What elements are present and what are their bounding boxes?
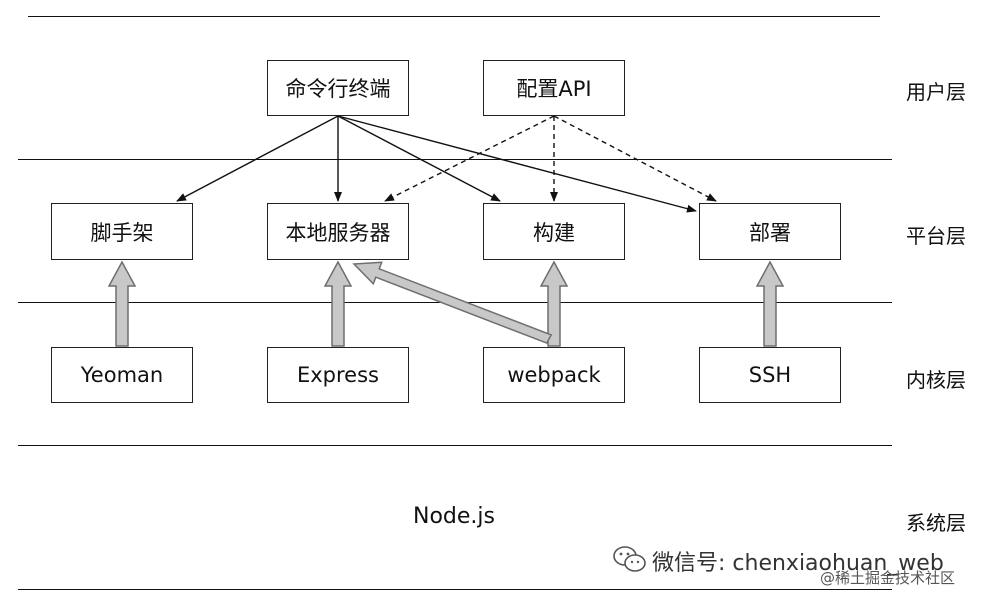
block-arrow-ssh-to-deploy — [755, 260, 785, 347]
layer-divider-bottom — [18, 589, 892, 590]
wechat-icon — [613, 546, 646, 572]
scaffold-box: 脚手架 — [51, 203, 193, 260]
wechat-id-watermark: 微信号: chenxiaohuan_web — [652, 551, 944, 576]
arrow-terminal-to-build — [337, 115, 501, 202]
arrow-terminal-to-deploy — [337, 115, 697, 213]
layer-label-system: 系统层 — [906, 511, 966, 535]
block-arrow-webpack-to-build — [539, 260, 569, 347]
layer-divider-user-platform — [18, 159, 892, 160]
dashed-arrow-config-to-deploy — [553, 115, 717, 202]
express-box: Express — [267, 347, 409, 403]
ssh-box: SSH — [699, 347, 841, 403]
layer-label-platform: 平台层 — [906, 224, 966, 248]
layer-label-kernel: 内核层 — [906, 368, 966, 392]
webpack-box: webpack — [483, 347, 625, 403]
nodejs-label: Node.js — [413, 504, 495, 529]
yeoman-box: Yeoman — [51, 347, 193, 403]
arrow-terminal-to-scaffold — [176, 115, 339, 202]
layer-divider-top — [28, 16, 880, 17]
layer-label-user: 用户层 — [906, 80, 966, 104]
config-api-box: 配置API — [483, 60, 625, 116]
dashed-arrow-config-to-local-server — [384, 115, 555, 202]
terminal-box: 命令行终端 — [267, 60, 409, 116]
deploy-box: 部署 — [699, 203, 841, 260]
block-arrow-webpack-to-local-server — [352, 261, 553, 345]
build-box: 构建 — [483, 203, 625, 260]
local-server-box: 本地服务器 — [267, 203, 409, 260]
community-watermark: @稀土掘金技术社区 — [820, 569, 956, 587]
block-arrow-yeoman-to-scaffold — [107, 260, 137, 347]
block-arrow-express-to-local-server — [323, 260, 353, 347]
layer-divider-kernel-system — [18, 445, 892, 446]
